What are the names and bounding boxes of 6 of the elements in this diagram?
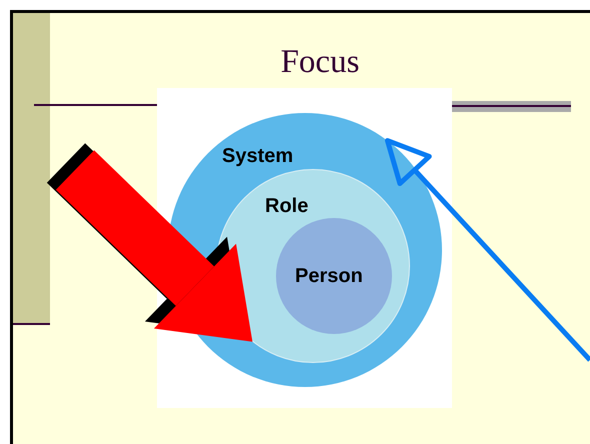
circle-label: System [222, 146, 294, 166]
circle-label: Person [295, 266, 363, 286]
arrow [384, 138, 590, 362]
arrow [56, 150, 252, 342]
circle-label: Role [265, 196, 308, 216]
slide-title: Focus [280, 46, 360, 79]
